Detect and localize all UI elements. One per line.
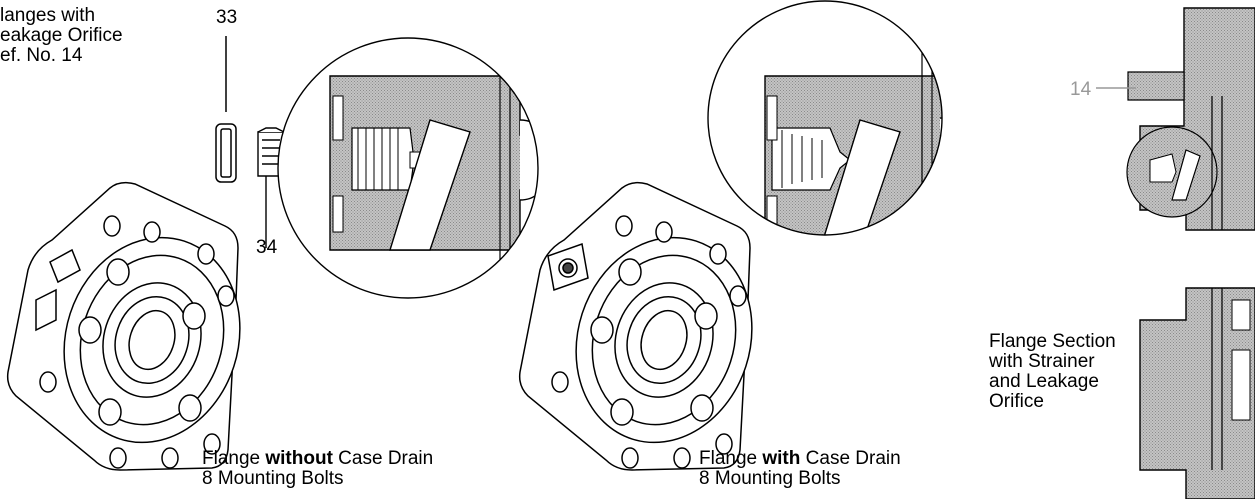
part-33-seal — [215, 36, 237, 183]
flange-with-case-drain — [518, 181, 753, 471]
caption-left: Flange without Case Drain 8 Mounting Bol… — [202, 449, 433, 489]
detail-circle-left — [277, 37, 539, 299]
caption-middle-line2: 8 Mounting Bolts — [699, 468, 841, 489]
header-note: langes with eakage Orifice ef. No. 14 — [0, 6, 123, 66]
detail-circle-middle — [707, 0, 943, 236]
caption-middle-pre: Flange — [699, 448, 763, 469]
caption-right-line3: and Leakage — [989, 371, 1099, 392]
caption-right-line1: Flange Section — [989, 331, 1116, 352]
caption-right: Flange Section with Strainer and Leakage… — [989, 332, 1116, 412]
caption-middle: Flange with Case Drain 8 Mounting Bolts — [699, 449, 901, 489]
flange-without-case-drain — [6, 181, 241, 471]
right-section-top — [1096, 7, 1255, 231]
caption-middle-bold: with — [762, 448, 801, 469]
caption-right-line4: Orifice — [989, 391, 1044, 412]
caption-middle-post: Case Drain — [800, 448, 901, 469]
caption-left-line2: 8 Mounting Bolts — [202, 468, 344, 489]
header-note-line2: eakage Orifice — [0, 25, 123, 46]
caption-left-bold: without — [265, 448, 333, 469]
right-section-bottom — [1139, 287, 1255, 499]
caption-left-post: Case Drain — [332, 448, 434, 469]
callout-34: 34 — [256, 237, 278, 258]
caption-right-line2: with Strainer — [989, 351, 1095, 372]
callout-33: 33 — [216, 7, 238, 28]
header-note-line3: ef. No. 14 — [0, 45, 83, 66]
caption-left-pre: Flange — [202, 448, 266, 469]
header-note-line1: langes with — [0, 5, 96, 26]
callout-14: 14 — [1070, 79, 1092, 100]
